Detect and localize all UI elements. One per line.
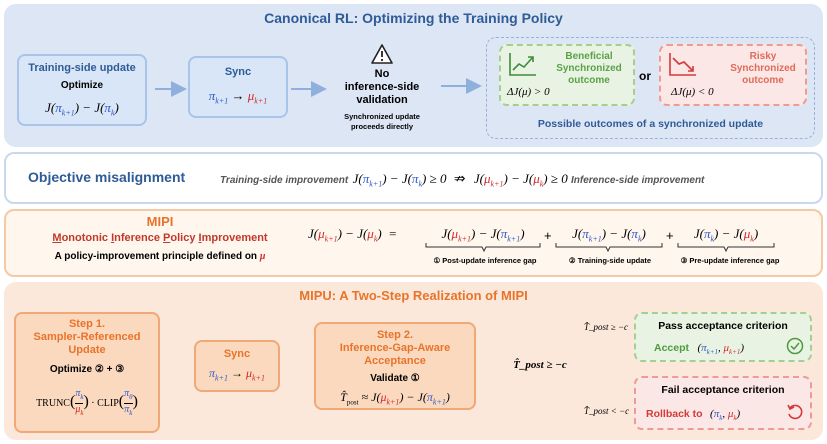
- no-validation-note1: Synchronized update: [344, 112, 420, 121]
- objective-misalignment-panel: [4, 152, 823, 204]
- branch-bottom-label: T̂_post < −c: [584, 406, 630, 416]
- step2-line3: Acceptance: [364, 355, 426, 367]
- pass-box: Pass acceptance criterion Accept (πk+1, …: [634, 312, 812, 362]
- sync-formula: πk+1 → μk+1: [208, 88, 268, 106]
- misalignment-statement: Training-side improvement J(πk+1) − J(πk…: [220, 170, 820, 190]
- training-objective-formula: J(πk+1) − J(πk): [45, 100, 119, 118]
- training-side-update-title: Training-side update: [28, 62, 136, 74]
- optimize-label: Optimize: [60, 80, 104, 91]
- no-validation-line3: validation: [356, 94, 408, 106]
- step2-formula: T̂post ≈ J(μk+1) − J(πk+1): [340, 390, 450, 407]
- step1-optimize: Optimize ② + ③: [49, 364, 125, 375]
- beneficial-line3: outcome: [568, 75, 610, 86]
- fail-action-row: Rollback to (πk, μk): [646, 404, 796, 422]
- step1-line3: Update: [68, 344, 106, 356]
- mipi-description: A policy-improvement principle defined o…: [54, 251, 266, 262]
- step2-line2: Inference-Gap-Aware: [339, 342, 451, 354]
- mipu-sync-box: Sync πk+1 → μk+1: [194, 340, 280, 392]
- step2-box: Step 2. Inference-Gap-Aware Acceptance V…: [314, 322, 476, 410]
- step1-line1: Step 1.: [68, 318, 106, 330]
- step1-line2: Sampler-Referenced: [33, 331, 141, 343]
- beneficial-condition: ΔJ(μ) > 0: [507, 86, 550, 98]
- risky-line1: Risky: [749, 51, 777, 62]
- label-pre-update-gap: ③ Pre-update inference gap: [680, 256, 780, 265]
- beneficial-outcome-box: Beneficial Synchronized outcome ΔJ(μ) > …: [499, 44, 635, 106]
- risky-outcome-box: Risky Synchronized outcome ΔJ(μ) < 0: [659, 44, 807, 106]
- pass-action-row: Accept (πk+1, μk+1): [654, 338, 804, 356]
- plus-1: +: [544, 228, 552, 243]
- sync-box: Sync πk+1 → μk+1: [188, 56, 288, 118]
- possible-outcomes-container: [486, 37, 815, 139]
- no-validation-note2: proceeds directly: [350, 122, 414, 131]
- label-training-side-update: ② Training-side update: [568, 256, 652, 265]
- risky-line3: outcome: [742, 75, 784, 86]
- mipi-lhs: J(μk+1) − J(μk) =: [308, 226, 397, 244]
- training-improvement-label: Training-side improvement: [220, 175, 349, 186]
- misalignment-title: Objective misalignment: [28, 169, 186, 185]
- training-improvement-formula: J(πk+1) − J(πk) ≥ 0: [352, 171, 450, 189]
- outcomes-caption: Possible outcomes of a synchronized upda…: [537, 118, 764, 130]
- no-validation-block: No inference-side validation Synchronize…: [326, 40, 438, 144]
- warning-icon: [371, 44, 393, 64]
- fail-box: Fail acceptance criterion Rollback to (π…: [634, 376, 812, 430]
- mipi-expansion: Monotonic Inference Policy Improvement: [52, 232, 268, 244]
- no-validation-line1: No: [374, 68, 390, 80]
- step2-line1: Step 2.: [376, 329, 414, 341]
- or-label: or: [639, 69, 651, 83]
- step1-box: Step 1. Sampler-Referenced Update Optimi…: [14, 312, 160, 433]
- training-side-update-box: Training-side update Optimize J(πk+1) − …: [17, 54, 147, 126]
- rollback-label: Rollback to: [646, 408, 703, 420]
- beneficial-line2: Synchronized: [556, 63, 622, 74]
- no-validation-line2: inference-side: [344, 81, 420, 93]
- mipi-title: MIPI: [146, 214, 174, 229]
- accept-label: Accept: [654, 342, 690, 354]
- inference-improvement-label: Inference-side improvement: [571, 175, 705, 186]
- mipi-panel: [4, 209, 823, 277]
- decision-condition: T̂_post ≥ −c: [513, 359, 567, 371]
- trend-down-icon: [669, 53, 696, 76]
- risky-condition: ΔJ(μ) < 0: [671, 86, 714, 98]
- pass-title: Pass acceptance criterion: [658, 320, 788, 332]
- fail-title: Fail acceptance criterion: [661, 384, 785, 396]
- plus-2: +: [666, 228, 674, 243]
- mipu-title: MIPU: A Two-Step Realization of MIPI: [299, 288, 528, 303]
- mipu-sync-title: Sync: [223, 348, 251, 360]
- label-post-update-gap: ① Post-update inference gap: [433, 256, 537, 265]
- rollback-pair: (πk, μk): [710, 408, 741, 423]
- mipi-term2: J(πk+1) − J(πk): [572, 226, 646, 244]
- mipi-term1: J(μk+1) − J(πk+1): [441, 226, 525, 244]
- risky-line2: Synchronized: [730, 63, 796, 74]
- beneficial-line1: Beneficial: [565, 51, 613, 62]
- inference-improvement-formula: J(μk+1) − J(μk) ≥ 0: [473, 171, 572, 189]
- check-circle-icon: [786, 337, 804, 355]
- accept-pair: (πk+1, μk+1): [697, 342, 745, 357]
- canonical-rl-title: Canonical RL: Optimizing the Training Po…: [264, 10, 563, 26]
- mipu-sync-formula: πk+1 → μk+1: [209, 366, 265, 383]
- step2-validate: Validate ①: [370, 373, 420, 384]
- rollback-icon: [787, 404, 803, 420]
- not-implies-symbol: ⇏: [453, 170, 466, 186]
- branch-top-label: T̂_post ≥ −c: [584, 322, 629, 332]
- mipi-term3: J(πk) − J(μk): [693, 226, 759, 244]
- trend-up-icon: [509, 53, 536, 76]
- sync-title: Sync: [224, 66, 252, 78]
